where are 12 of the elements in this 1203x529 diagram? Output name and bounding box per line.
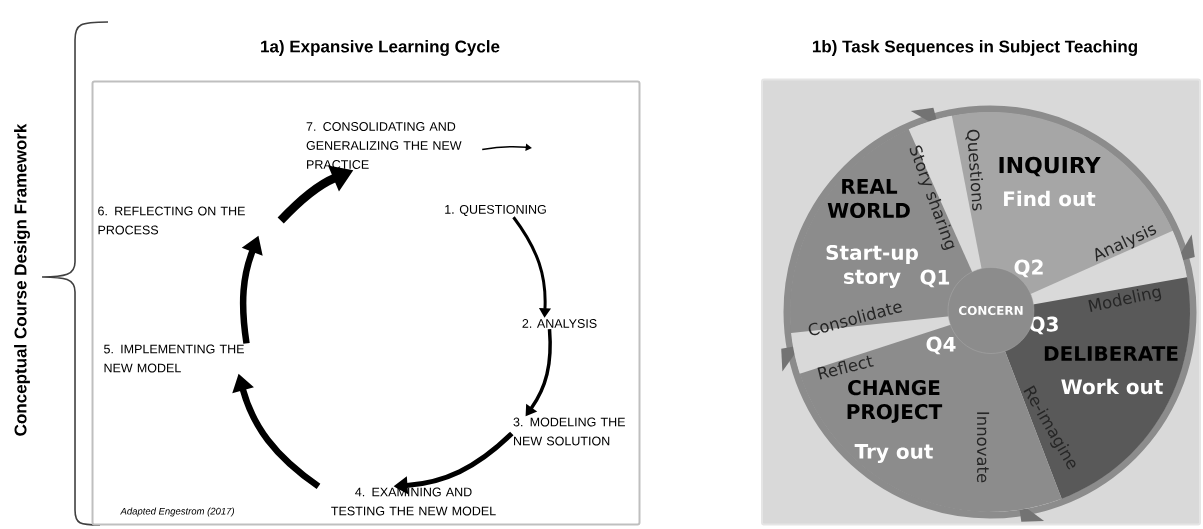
panel-heading: 1a) Expansive Learning Cycle — [261, 40, 500, 56]
stage-label: 2. ANALYSIS — [522, 319, 597, 328]
spoke-label: Reflect — [817, 355, 874, 380]
spoke-label: Innovate — [976, 412, 990, 483]
vertical-title: Conceptual Course Design Framework — [14, 123, 30, 436]
citation: Adapted Engestrom (2017) — [120, 507, 235, 517]
stage-label: 5. IMPLEMENTING THE NEW MODEL — [104, 344, 244, 373]
spoke-label: Questions — [965, 129, 984, 211]
stage-label: 6. REFLECTING ON THE PROCESS — [98, 206, 245, 235]
panel-heading: 1b) Task Sequences in Subject Teaching — [812, 40, 1137, 56]
stage-label: 3. MODELING THE NEW SOLUTION — [513, 417, 625, 446]
stage-label: 1. QUESTIONING — [445, 204, 546, 217]
